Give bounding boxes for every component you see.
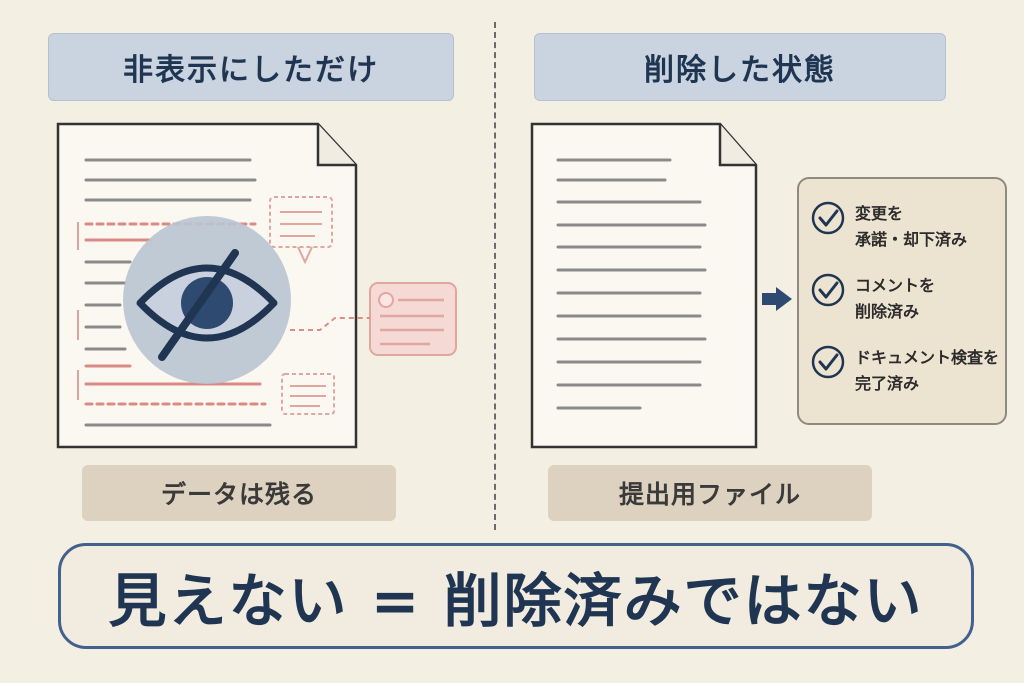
checklist-item-label: ドキュメント検査を 完了済み [855, 348, 1000, 393]
checklist-item: ドキュメント検査を 完了済み [811, 345, 999, 397]
arrow-right-icon [762, 287, 792, 311]
completion-checklist: 変更を 承諾・却下済み コメントを 削除済み ドキュメント検査を 完了済み [797, 177, 1007, 425]
checklist-item: コメントを 削除済み [811, 273, 935, 325]
comment-card-icon [290, 282, 457, 356]
document-icon [530, 122, 758, 449]
check-circle-icon [811, 201, 845, 235]
eye-slash-icon [123, 216, 291, 384]
checklist-item-label: コメントを 削除済み [855, 276, 936, 321]
hidden-only-title: 非表示にしただけ [48, 33, 454, 101]
panel-divider [494, 22, 496, 530]
checklist-item: 変更を 承諾・却下済み [811, 201, 967, 253]
check-circle-icon [811, 273, 845, 307]
submission-file-label: 提出用ファイル [548, 465, 872, 521]
check-circle-icon [811, 345, 845, 379]
checklist-item-label: 変更を 承諾・却下済み [855, 204, 968, 249]
small-comment-icon [281, 373, 335, 415]
conclusion-banner: 見えない = 削除済みではない [58, 543, 974, 649]
comment-bubble-icon [269, 196, 333, 265]
deleted-state-title: 削除した状態 [534, 33, 946, 101]
data-remains-label: データは残る [82, 465, 396, 521]
